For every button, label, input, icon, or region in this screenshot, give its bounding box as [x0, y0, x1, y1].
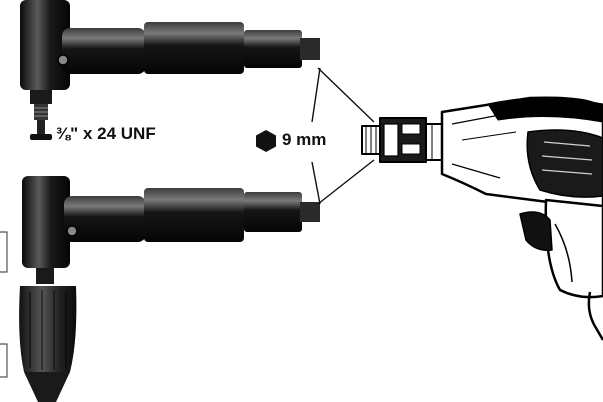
hexagon-icon — [256, 130, 276, 152]
edge-frame-top — [0, 231, 8, 273]
thread-spec-label: ⅜" x 24 UNF — [56, 124, 156, 143]
connector-lines — [311, 67, 375, 205]
drill-chuck — [19, 286, 77, 402]
upper-angle-adapter — [20, 0, 320, 140]
edge-frame-bottom — [0, 343, 8, 378]
hex-size-label: 9 mm — [282, 130, 327, 149]
lower-angle-adapter — [19, 176, 320, 402]
power-drill — [361, 96, 603, 341]
